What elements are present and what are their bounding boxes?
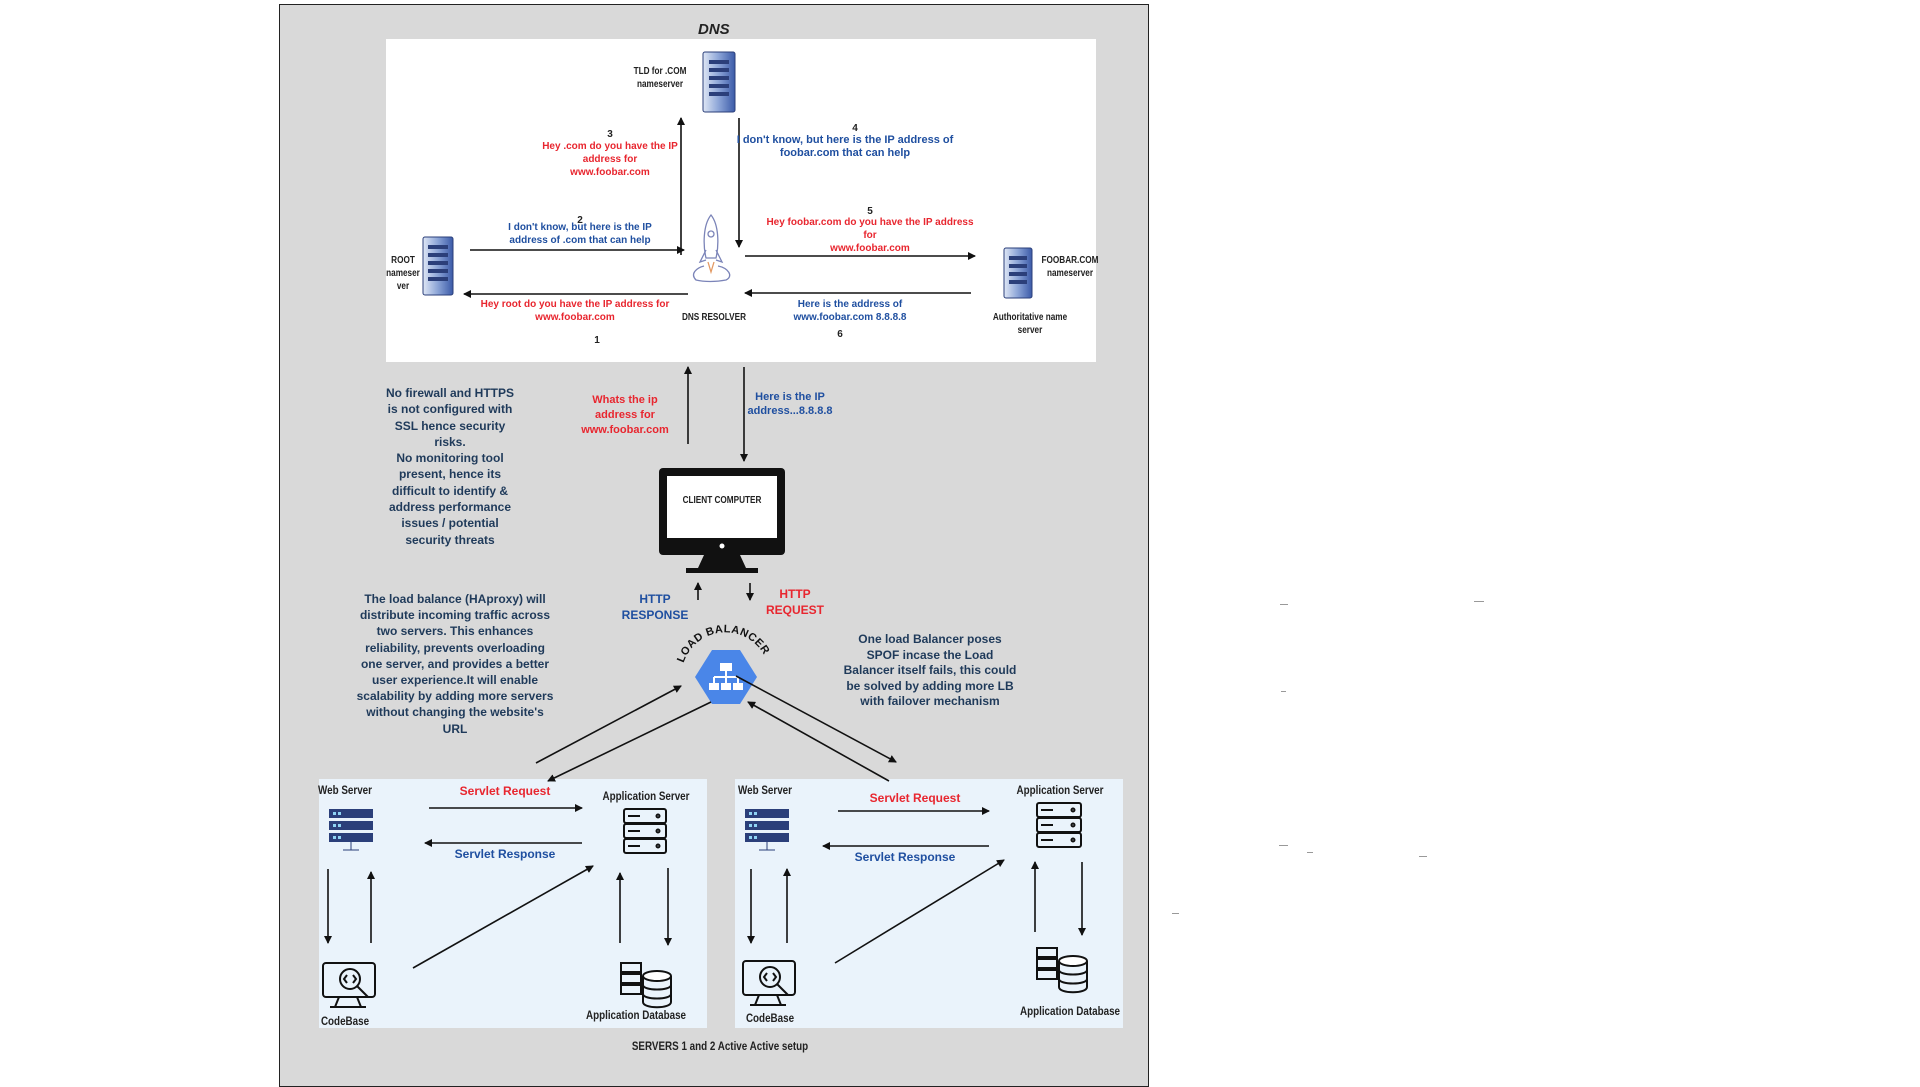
lb-arrows — [535, 675, 897, 782]
server2-codebase-icon — [742, 960, 796, 1006]
step-1-number: 1 — [594, 335, 600, 346]
servers-setup-caption: SERVERS 1 and 2 Active Active setup — [631, 1039, 809, 1053]
server2-app-db-label: Application Database — [1019, 1004, 1121, 1018]
server2-web-icon — [745, 809, 789, 851]
root-server-icon — [422, 236, 454, 296]
load-balancer-label: LOAD BALANCER — [675, 623, 771, 664]
server2-codebase-label: CodeBase — [745, 1011, 795, 1025]
client-computer-label: CLIENT COMPUTER — [682, 495, 762, 506]
step-4-text: I don't know, but here is the IP address… — [736, 134, 954, 159]
server1-web-server-label: Web Server — [318, 783, 372, 797]
monitor-icon — [659, 468, 785, 573]
server1-codebase-icon — [322, 962, 376, 1008]
dns-arrows — [463, 117, 976, 601]
stray-mark — [1280, 604, 1288, 605]
server2-web-server-label: Web Server — [738, 783, 792, 797]
server1-app-db-label: Application Database — [585, 1008, 687, 1022]
step-5-text: Hey foobar.com do you have the IP addres… — [766, 217, 974, 254]
server2-app-icon — [1036, 802, 1082, 848]
step-3-number: 3 — [607, 129, 613, 140]
dns-resolver-label: DNS RESOLVER — [681, 312, 747, 323]
step-2-number: 2 — [577, 215, 583, 226]
dns-title: DNS — [698, 21, 730, 38]
rocket-icon — [692, 213, 731, 283]
server2-app-server-label: Application Server — [1016, 783, 1104, 797]
server1-app-icon — [623, 808, 667, 854]
step-5-number: 5 — [867, 206, 873, 217]
server1-arrows — [324, 804, 672, 969]
stray-mark — [1307, 852, 1313, 853]
step-6-number: 6 — [837, 329, 843, 340]
step-4-number: 4 — [852, 123, 858, 134]
server1-servlet-response-label: Servlet Response — [454, 847, 556, 861]
server2-servlet-request-label: Servlet Request — [869, 791, 961, 805]
server2-db-icon — [1036, 947, 1088, 994]
server2-servlet-response-label: Servlet Response — [854, 850, 956, 864]
stray-mark — [1281, 691, 1286, 692]
tld-server-icon — [702, 51, 736, 113]
dns-panel — [386, 39, 1096, 362]
server1-codebase-label: CodeBase — [320, 1014, 370, 1028]
server1-db-icon — [620, 962, 672, 1009]
load-balancer-icon — [695, 650, 757, 704]
svg-text:LOAD BALANCER: LOAD BALANCER — [675, 623, 772, 664]
stray-mark — [1172, 913, 1179, 914]
stray-mark — [1279, 845, 1288, 846]
stray-mark — [1419, 856, 1427, 857]
server1-web-icon — [329, 809, 373, 851]
server2-arrows — [747, 807, 1086, 964]
stray-mark — [1474, 601, 1484, 602]
foobar-server-icon — [1003, 247, 1033, 299]
server1-app-server-label: Application Server — [602, 789, 690, 803]
server1-servlet-request-label: Servlet Request — [459, 784, 551, 798]
